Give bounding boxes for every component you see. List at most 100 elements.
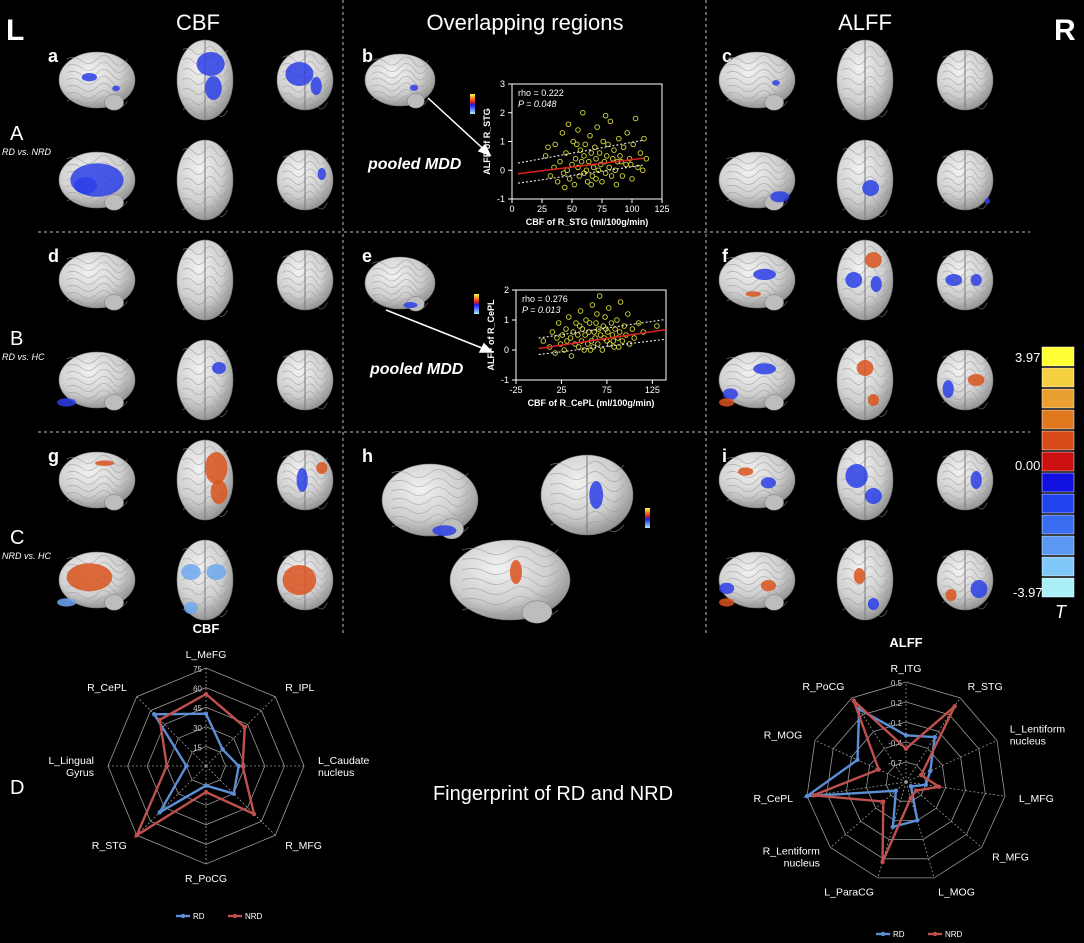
- activation-blob: [719, 582, 735, 595]
- y-tick-label: 1: [500, 137, 505, 147]
- activation-blob: [770, 191, 790, 203]
- activation-blob: [57, 598, 77, 607]
- data-point: [602, 314, 608, 320]
- brain-render-bottom: [836, 539, 894, 621]
- radar-point: [881, 799, 886, 804]
- activation-blob: [285, 62, 314, 86]
- regression-line: [538, 328, 667, 350]
- data-point: [617, 299, 624, 305]
- regression-line: [517, 157, 645, 175]
- radar-spoke: [851, 697, 907, 783]
- brain-render-back: [936, 249, 994, 311]
- x-tick-label: 0: [509, 204, 514, 214]
- data-point: [557, 158, 563, 165]
- y-tick-label: 0: [500, 165, 505, 175]
- fingerprint-title: Fingerprint of RD and NRD: [433, 783, 673, 805]
- data-point: [571, 181, 578, 188]
- y-tick-label: 2: [504, 285, 509, 295]
- radar-axis-label: L_MeFG: [186, 649, 227, 661]
- data-point: [587, 132, 593, 139]
- data-point: [599, 347, 606, 353]
- panel-letter-c: c: [722, 46, 732, 66]
- data-point: [567, 335, 574, 341]
- radar-spoke: [830, 781, 907, 848]
- radar-tick-label: 75: [193, 665, 202, 674]
- radar-spoke: [806, 781, 907, 797]
- data-point: [637, 150, 644, 156]
- data-point: [565, 121, 572, 127]
- activation-blob: [984, 198, 991, 204]
- row-label-d: D: [10, 777, 24, 799]
- radar-axis-label: L_MFG: [1019, 793, 1054, 805]
- data-point: [608, 173, 615, 179]
- radar-grid-ring: [826, 701, 986, 860]
- data-point: [577, 308, 584, 314]
- data-point: [595, 167, 602, 173]
- x-tick-label: -25: [509, 385, 522, 395]
- activation-blob: [738, 467, 754, 476]
- data-point: [577, 147, 584, 153]
- hemisphere-right-label: R: [1054, 14, 1076, 47]
- activation-blob: [945, 589, 957, 601]
- colorbar-zero-label: 0.00: [1015, 458, 1040, 473]
- radar-point: [240, 763, 245, 769]
- data-point: [584, 178, 591, 185]
- radar-axis-label: R_PoCG: [185, 873, 227, 885]
- data-point: [607, 118, 614, 125]
- confidence-band-line: [517, 164, 645, 184]
- colorbar-unit-label: T: [1055, 602, 1068, 622]
- panel-letter-d: d: [48, 246, 59, 266]
- brain-render-top: [836, 439, 894, 521]
- radar-point: [903, 733, 909, 738]
- brain-render-top: [836, 39, 894, 121]
- data-point: [600, 138, 606, 145]
- radar-point: [936, 784, 942, 789]
- activation-blob: [865, 252, 882, 268]
- data-point: [545, 144, 551, 150]
- t-colorbar: [1041, 346, 1075, 598]
- data-point: [599, 178, 605, 185]
- data-point: [573, 320, 579, 326]
- data-point: [572, 155, 579, 162]
- data-point: [576, 323, 583, 329]
- data-point: [581, 153, 587, 159]
- data-point: [589, 302, 596, 308]
- activation-blob: [719, 398, 735, 407]
- x-tick-label: 75: [602, 385, 612, 395]
- radar-axis-label: R_STG: [968, 681, 1003, 693]
- data-point: [570, 329, 577, 335]
- brain-render-bottom: [176, 339, 234, 421]
- activation-blob: [317, 168, 326, 180]
- brain-render-side: [58, 51, 136, 111]
- activation-blob: [282, 565, 317, 595]
- radar-axis-label: R_MFG: [992, 852, 1029, 864]
- data-point: [560, 170, 567, 176]
- data-point: [568, 353, 575, 359]
- data-point: [549, 329, 556, 335]
- data-point: [563, 150, 569, 156]
- p-value-label: P = 0.048: [518, 99, 556, 109]
- activation-blob: [74, 177, 97, 195]
- data-point: [561, 347, 567, 353]
- radar-axis-label: R_CePL: [753, 793, 793, 805]
- activation-blob: [181, 564, 201, 580]
- radar-point: [152, 712, 157, 717]
- activation-blob: [589, 481, 604, 509]
- activation-blob: [210, 480, 228, 504]
- radar-title: ALFF: [889, 635, 922, 650]
- data-point: [582, 332, 588, 338]
- x-axis-label: CBF of R_CePL (ml/100g/min): [528, 398, 655, 408]
- radar-point: [952, 704, 957, 709]
- activation-blob: [316, 462, 328, 474]
- brain-render-top: [176, 39, 234, 121]
- data-point: [640, 167, 646, 173]
- data-point: [583, 317, 589, 323]
- radar-grid-ring: [865, 741, 947, 821]
- radar-point: [923, 782, 928, 788]
- y-tick-label: 2: [500, 108, 505, 118]
- activation-blob: [212, 362, 226, 374]
- data-point: [629, 176, 635, 182]
- legend-marker: [932, 931, 938, 937]
